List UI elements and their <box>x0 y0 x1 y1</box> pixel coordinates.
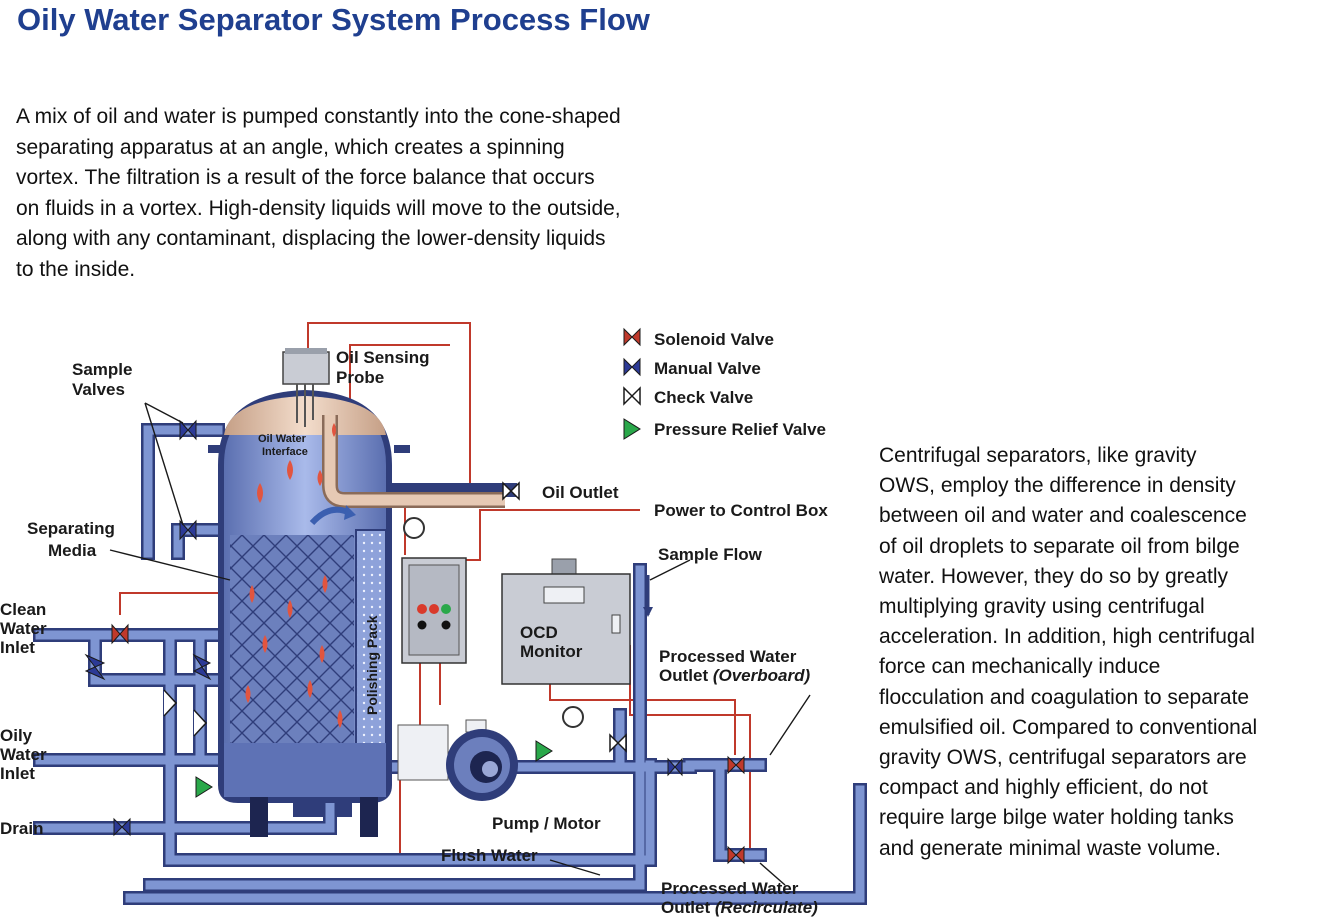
label-clean-water-inlet: Water <box>0 619 47 638</box>
legend-relief: Pressure Relief Valve <box>654 420 826 439</box>
label-pump-motor: Pump / Motor <box>492 814 601 833</box>
legend-solenoid: Solenoid Valve <box>654 330 774 349</box>
separating-media-mesh <box>230 535 354 745</box>
label-sample-valves: Valves <box>72 380 125 399</box>
valve-legend: Solenoid Valve Manual Valve Check Valve … <box>623 327 826 440</box>
pressure-relief-valve-icon <box>195 740 553 798</box>
label-ocd-monitor: Monitor <box>520 642 583 661</box>
side-line: flocculation and coagulation to separate <box>879 685 1250 709</box>
side-line: force can mechanically induce <box>879 655 1161 679</box>
manual-valve-icon <box>623 357 641 377</box>
label-clean-water-inlet: Inlet <box>0 638 35 657</box>
control-box <box>401 517 467 664</box>
label-processed-overboard: Processed Water <box>659 647 797 666</box>
separator-tank <box>208 390 505 837</box>
side-line: and generate minimal waste volume. <box>879 836 1222 860</box>
label-processed-recirculate: Outlet (Recirculate) <box>661 898 818 917</box>
side-line: between oil and water and coalescence <box>879 504 1247 528</box>
oil-droplets <box>245 423 343 728</box>
leader-lines <box>109 402 811 886</box>
ocd-monitor <box>501 558 631 685</box>
check-valve-icon <box>623 386 641 406</box>
side-line: water. However, they do so by greatly <box>879 564 1229 588</box>
side-line: emulsified oil. Compared to conventional <box>879 715 1258 739</box>
legend-check: Check Valve <box>654 388 753 407</box>
label-sample-flow: Sample Flow <box>658 545 763 564</box>
intro-line: separating apparatus at an angle, which … <box>16 135 565 159</box>
diagram-labels: Sample Valves Oil Sensing Probe Oil Wate… <box>0 348 828 917</box>
sample-flow-line <box>643 575 653 617</box>
side-line: acceleration. In addition, high centrifu… <box>879 625 1255 649</box>
label-oily-water-inlet: Water <box>0 745 47 764</box>
label-drain: Drain <box>0 819 43 838</box>
side-line: gravity OWS, centrifugal separators are <box>879 746 1247 770</box>
label-flush-water: Flush Water <box>441 846 538 865</box>
check-valve-icon <box>163 481 627 753</box>
side-line: require large bilge water holding tanks <box>879 806 1234 830</box>
solenoid-valve-icon <box>623 327 641 347</box>
label-oily-water-inlet: Oily <box>0 726 33 745</box>
label-processed-overboard: Outlet (Overboard) <box>659 666 810 685</box>
side-line: multiplying gravity using centrifugal <box>879 595 1205 619</box>
label-oil-water-interface: Interface <box>262 446 308 458</box>
label-ocd-monitor: OCD <box>520 623 558 642</box>
manual-valve-icon <box>84 419 683 837</box>
ows-process-diagram: Solenoid Valve Manual Valve Check Valve … <box>0 322 867 917</box>
intro-paragraph: A mix of oil and water is pumped constan… <box>16 102 756 285</box>
intro-line: vortex. The filtration is a result of th… <box>16 166 595 189</box>
label-clean-water-inlet: Clean <box>0 600 46 619</box>
solenoid-valve-icon <box>111 623 745 865</box>
side-line: of oil droplets to separate oil from bil… <box>879 534 1240 558</box>
side-line: Centrifugal separators, like gravity <box>879 444 1197 467</box>
label-separating-media: Media <box>48 541 97 560</box>
pump-motor <box>397 706 584 801</box>
intro-line: A mix of oil and water is pumped constan… <box>16 105 621 128</box>
legend-manual: Manual Valve <box>654 359 761 378</box>
label-separating-media: Separating <box>27 519 115 538</box>
label-oil-sensing-probe: Probe <box>336 368 384 387</box>
label-oil-sensing-probe: Oil Sensing <box>336 348 430 367</box>
page-title: Oily Water Separator System Process Flow <box>17 2 650 37</box>
side-line: OWS, employ the difference in density <box>879 474 1236 498</box>
side-line: compact and highly efficient, do not <box>879 776 1208 800</box>
label-sample-valves: Sample <box>72 360 132 379</box>
oil-sensing-probe <box>282 348 330 427</box>
label-oily-water-inlet: Inlet <box>0 764 35 783</box>
centrifugal-paragraph: Centrifugal separators, like gravity OWS… <box>879 441 1327 864</box>
intro-line: on fluids in a vortex. High-density liqu… <box>16 196 621 220</box>
label-oil-water-interface: Oil Water <box>258 433 307 445</box>
pressure-relief-valve-icon <box>623 418 641 440</box>
intro-line: along with any contaminant, displacing t… <box>16 227 606 250</box>
label-processed-recirculate: Processed Water <box>661 879 799 898</box>
label-oil-outlet: Oil Outlet <box>542 483 619 502</box>
intro-line: to the inside. <box>16 257 136 281</box>
label-power-to-control-box: Power to Control Box <box>654 501 828 520</box>
label-polishing-pack: Polishing Pack <box>364 615 380 715</box>
valve-symbols <box>84 419 745 865</box>
